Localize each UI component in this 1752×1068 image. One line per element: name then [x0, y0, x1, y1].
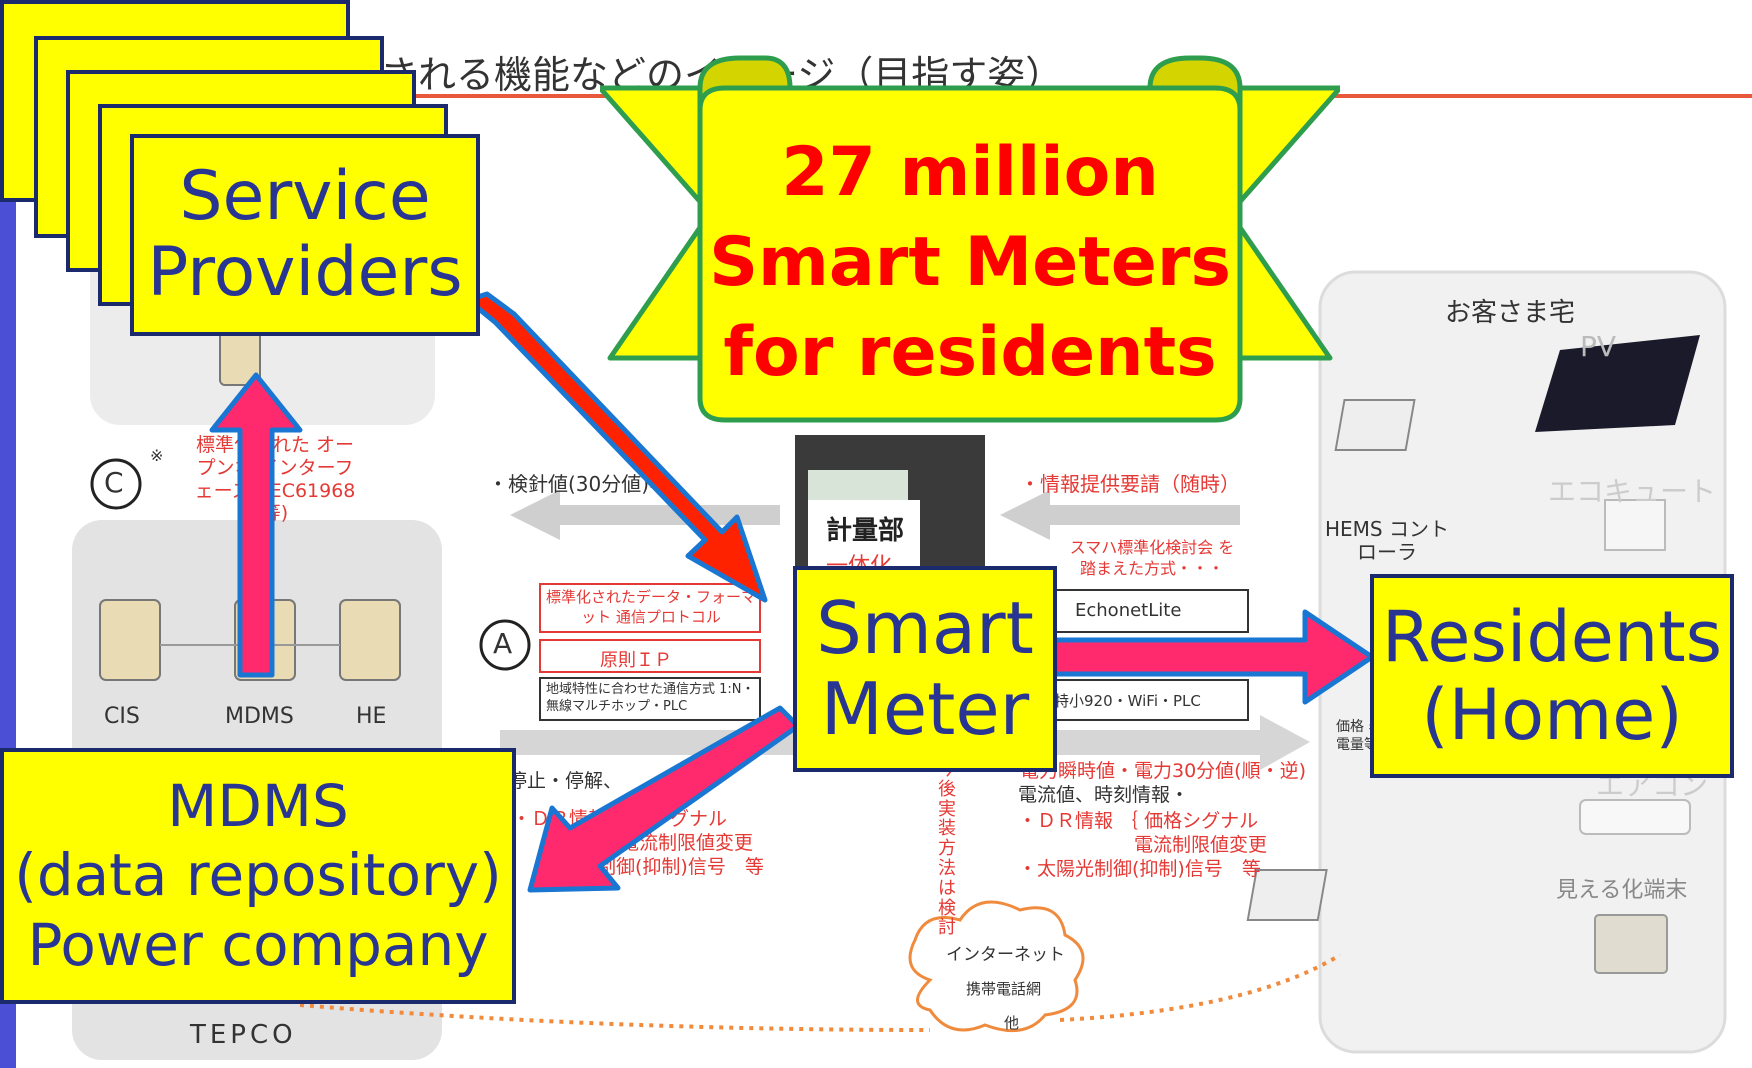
regional-text: 地域特性に合わせた通信方式 1:N・無線マルチホップ・PLC	[546, 682, 755, 714]
circle-c-label: C	[104, 466, 124, 499]
circle-c-note: ※	[150, 446, 164, 465]
banner-ribbon	[600, 55, 1340, 423]
customer-home-label: お客さま宅	[1445, 298, 1576, 328]
banner-line-1: 27 million	[781, 133, 1159, 212]
ip-text: 原則ＩＰ	[600, 650, 672, 671]
smaho-text: スマハ標準化検討会 を踏まえた方式・・・	[1069, 538, 1235, 578]
banner-line-3: for residents	[723, 313, 1217, 392]
arrow-meter-to-mdms	[527, 705, 801, 893]
meter-unit-label: 計量部	[826, 516, 905, 546]
std-data-text: 標準化されたデータ・フォーマット 通信プロトコル	[545, 588, 756, 626]
cloud-text-3: 他	[1004, 1014, 1020, 1032]
tokusho-text: 特小920・WiFi・PLC	[1054, 692, 1201, 710]
current-limit-text: 電流制限値変更	[620, 832, 754, 854]
banner-text: 27 million Smart Meters for residents	[700, 128, 1240, 398]
current-time-text: 電流値、時刻情報・	[1018, 784, 1190, 806]
banner-line-2: Smart Meters	[709, 223, 1231, 302]
mdms-label: MDMS (data repository) Power company	[0, 748, 516, 1004]
residents-label: Residents (Home)	[1370, 574, 1734, 778]
mdms-label-bg: MDMS	[225, 704, 294, 729]
info-request-text: ・情報提供要請（随時）	[1020, 472, 1240, 496]
arrow-meter-to-residents	[1052, 609, 1375, 705]
he-label: HE	[356, 704, 387, 729]
solar2-text: ・太陽光制御(抑制)信号 等	[1018, 858, 1261, 880]
mdms-line-1: MDMS	[167, 771, 349, 840]
arrow-providers-to-meter	[465, 291, 768, 603]
cis-label: CIS	[104, 704, 140, 729]
pv-label: PV	[1580, 330, 1617, 363]
instant-text: 電力瞬時値・電力30分値(順・逆)	[1020, 760, 1307, 782]
visual-terminal-label: 見える化端末	[1556, 878, 1688, 903]
smart-meter-label: Smart Meter	[793, 566, 1057, 772]
meter-reading-text: ・検針値(30分値)等	[488, 472, 670, 496]
ecocute-label: エコキュート	[1548, 475, 1717, 508]
hems-label: HEMS コントローラ	[1325, 517, 1449, 564]
interface-text: 標準化された オープンな インターフェース (IEC61968等)	[194, 434, 356, 525]
tepco-label: TEPCO	[190, 1020, 297, 1050]
cloud-text-2: 携帯電話網	[966, 980, 1042, 998]
stop-text: 停止・停解、	[508, 770, 623, 792]
cloud-text-1: インターネット	[946, 945, 1065, 965]
mdms-line-3: Power company	[27, 910, 489, 979]
mdms-line-2: (data repository)	[14, 841, 502, 910]
service-providers-label: Service Providers	[130, 134, 480, 336]
current-limit2-text: 電流制限値変更	[1134, 834, 1268, 856]
dr-info2-text: ・ＤＲ情報 ｛ 価格シグナル	[1018, 810, 1259, 832]
arrow-mdms-to-providers	[209, 372, 303, 678]
circle-a-label: A	[493, 627, 513, 660]
echonet-text: EchonetLite	[1075, 600, 1182, 621]
